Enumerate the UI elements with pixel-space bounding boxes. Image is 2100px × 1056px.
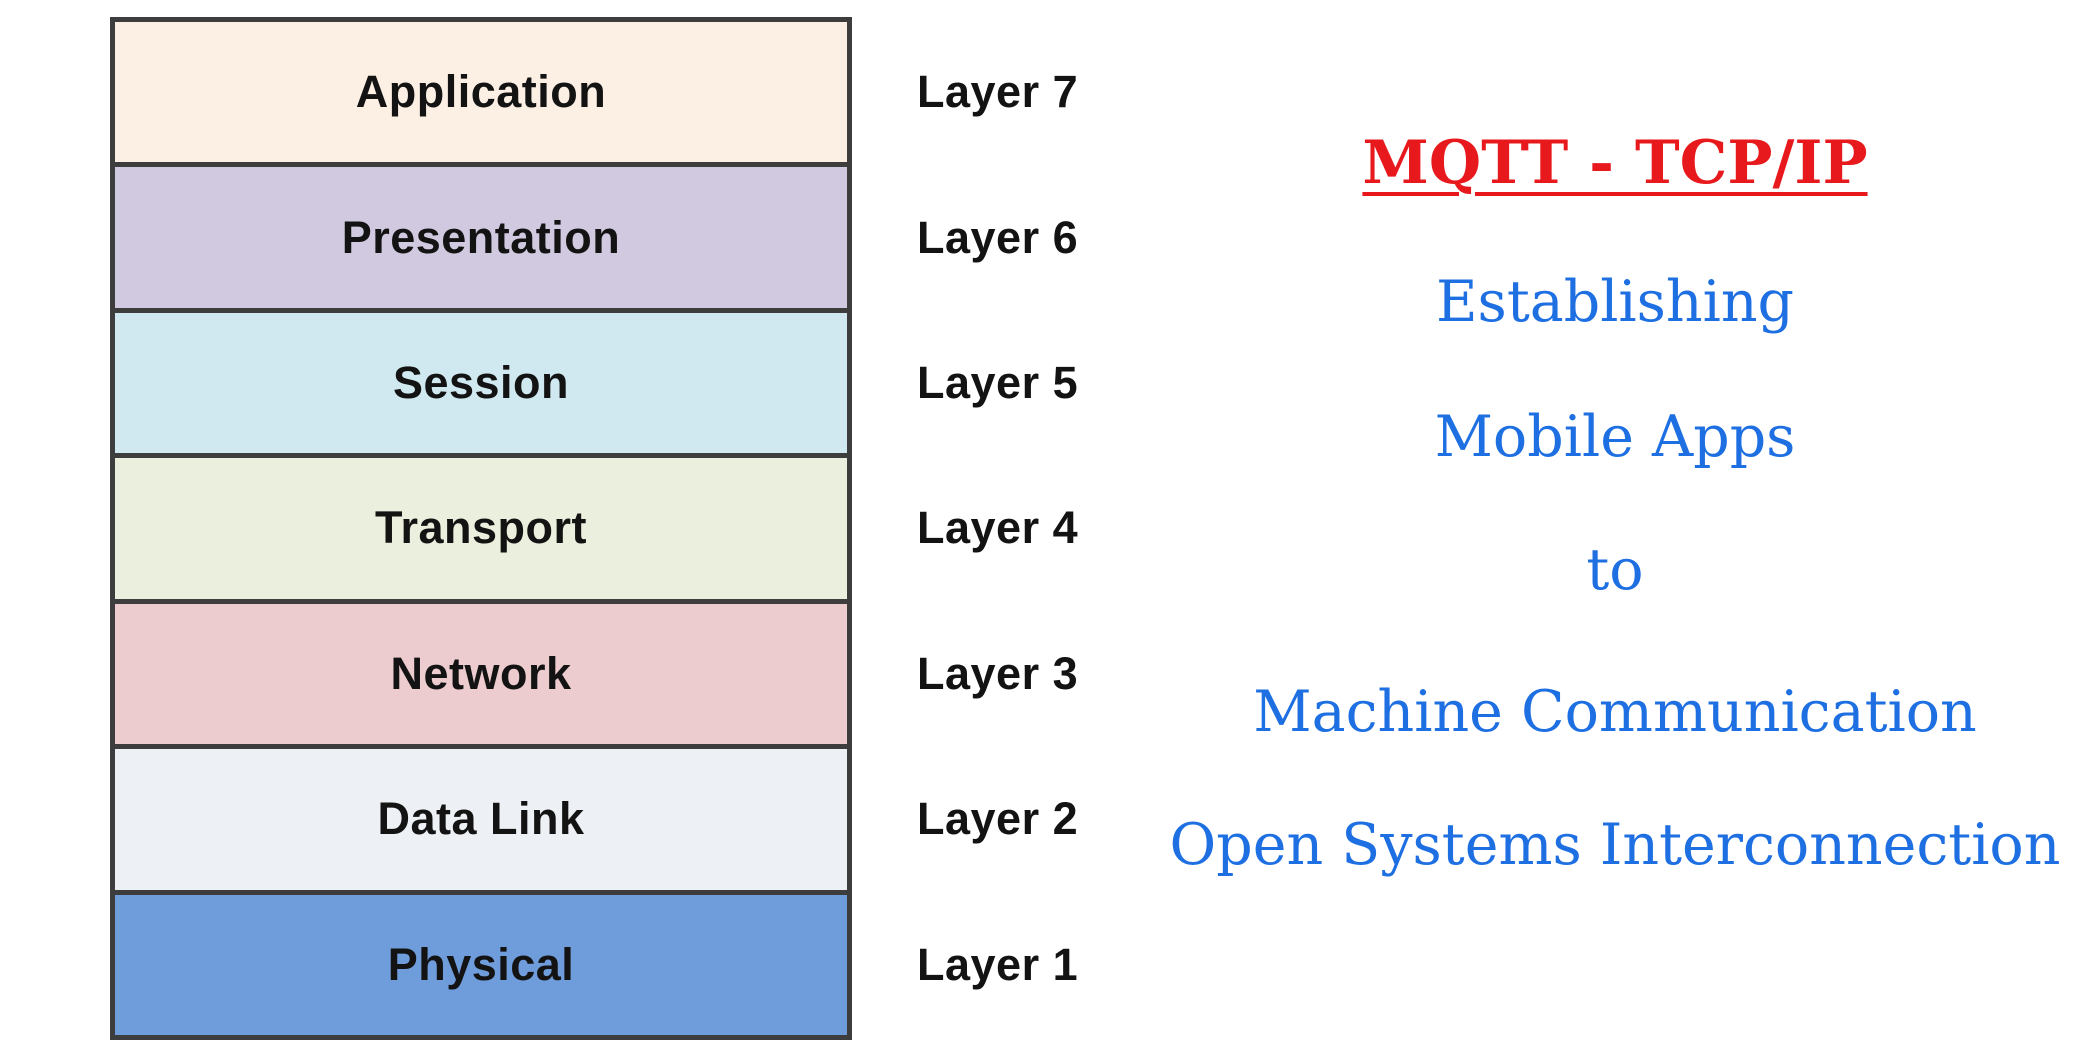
layer-number-label: Layer 4	[917, 502, 1079, 554]
layer-number-cell: Layer 6	[917, 167, 1227, 312]
layer-number-label: Layer 7	[917, 66, 1079, 118]
osi-layer-row: Presentation	[115, 167, 847, 313]
layer-number-label: Layer 3	[917, 647, 1079, 699]
layer-number-cell: Layer 5	[917, 313, 1227, 458]
osi-layer-name: Data Link	[377, 793, 585, 845]
annotation-line: to	[1586, 537, 1644, 603]
layer-number-cell: Layer 7	[917, 22, 1227, 167]
osi-layer-name: Physical	[387, 938, 575, 990]
osi-layer-row: Session	[115, 312, 847, 459]
osi-layer-name: Session	[392, 357, 570, 409]
annotation-line: Mobile Apps	[1434, 404, 1796, 470]
annotation-line: Establishing	[1435, 269, 1795, 335]
annotation-line: Open Systems Interconnection	[1169, 812, 2061, 878]
layer-number-column: Layer 7 Layer 6 Layer 5 Layer 4 Layer 3 Layer…	[912, 17, 1232, 1040]
osi-layer-name: Network	[390, 647, 572, 699]
layer-number-cell: Layer 2	[917, 749, 1227, 894]
osi-layer-row: Transport	[115, 458, 847, 604]
layer-number-cell: Layer 3	[917, 604, 1227, 749]
layer-number-cell: Layer 1	[917, 895, 1227, 1035]
annotation-line: Machine Communication	[1253, 679, 1977, 745]
osi-layer-row: Physical	[115, 894, 847, 1035]
osi-layer-name: Application	[355, 66, 607, 118]
layer-number-label: Layer 1	[917, 938, 1079, 990]
osi-layer-row: Application	[115, 22, 847, 168]
osi-layer-name: Transport	[374, 502, 588, 554]
layer-number-cell: Layer 4	[917, 458, 1227, 603]
layer-number-label: Layer 5	[917, 357, 1079, 409]
osi-layer-row: Network	[115, 603, 847, 750]
layer-number-label: Layer 6	[917, 211, 1079, 263]
layer-number-label: Layer 2	[917, 793, 1079, 845]
osi-layer-row: Data Link	[115, 749, 847, 895]
annotation-title: MQTT - TCP/IP	[1362, 128, 1868, 198]
osi-layer-name: Presentation	[341, 211, 621, 263]
